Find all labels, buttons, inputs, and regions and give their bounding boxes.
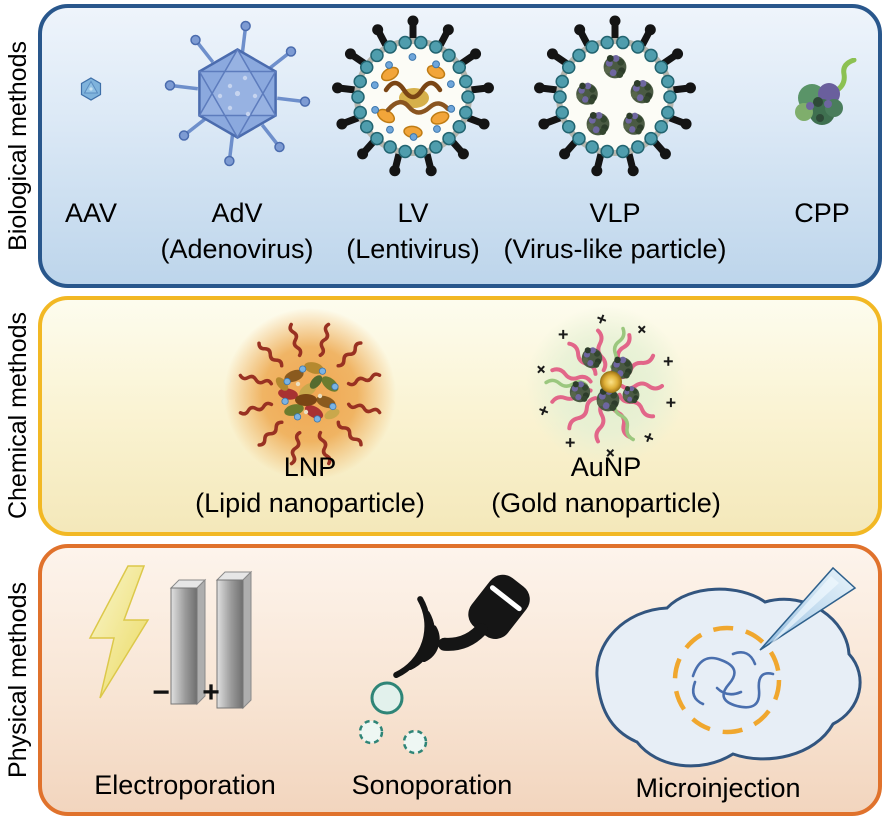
virus-like-particle-icon: [534, 15, 696, 177]
sublabel-lentivirus: (Lentivirus): [346, 234, 480, 264]
sublabel-lipid-nanoparticle: (Lipid nanoparticle): [195, 488, 425, 518]
label-lv: LV: [397, 198, 429, 228]
aunp-cargo-blobs: [569, 347, 640, 412]
label-electroporation: Electroporation: [94, 770, 276, 800]
panel-chemical-methods: [38, 296, 882, 536]
aav-virus-icon: [80, 77, 102, 101]
label-aunp: AuNP: [570, 452, 642, 482]
vlp-envelope: [534, 15, 696, 177]
aunp-charge-marks: [537, 314, 676, 457]
lightning-bolt: [88, 565, 150, 699]
label-vlp: VLP: [589, 198, 641, 228]
label-aav: AAV: [64, 198, 118, 228]
cell-penetrating-peptide-icon: [795, 58, 857, 125]
dna-tangle: [691, 651, 775, 709]
lnp-rna-dots: [281, 365, 339, 423]
label-adv: AdV: [211, 198, 263, 228]
adv-fibers: [164, 20, 311, 167]
left-electrode: [169, 578, 207, 706]
sound-waves: [393, 596, 440, 678]
lentivirus-icon: [332, 15, 494, 177]
label-microinjection: Microinjection: [635, 773, 801, 803]
side-label-physical: Physical methods: [3, 582, 32, 778]
ultrasound-probe: [438, 574, 530, 651]
sublabel-virus-like-particle: (Virus-like particle): [503, 234, 727, 264]
micropipette: [759, 566, 857, 652]
right-electrode: [215, 570, 253, 710]
electroporation-icon: [88, 565, 253, 710]
adenovirus-icon: [164, 20, 311, 167]
side-label-chemical: Chemical methods: [3, 312, 32, 520]
plus-sign: +: [202, 676, 220, 709]
lnp-lipid-tails: [238, 322, 382, 466]
lv-core: [370, 53, 456, 141]
lnp-core: [275, 362, 340, 420]
sublabel-adenovirus: (Adenovirus): [160, 234, 314, 264]
sublabel-gold-nanoparticle: (Gold nanoparticle): [491, 488, 721, 518]
microinjection-icon: [595, 566, 862, 768]
gold-core: [600, 371, 622, 393]
adv-capsomers: [217, 75, 258, 117]
minus-sign: −: [152, 676, 170, 709]
label-lnp: LNP: [283, 452, 337, 482]
cell-membrane: [595, 587, 862, 768]
side-label-biological: Biological methods: [3, 41, 32, 251]
vlp-cargo: [576, 55, 654, 136]
label-cpp: CPP: [794, 198, 850, 228]
gold-nanoparticle-icon: [526, 306, 686, 466]
label-sonoporation: Sonoporation: [351, 770, 513, 800]
nucleus-dashed-outline: [672, 625, 782, 735]
lipid-nanoparticle-icon: [224, 308, 396, 480]
microbubbles: [358, 681, 428, 755]
sonoporation-icon: [358, 574, 530, 755]
